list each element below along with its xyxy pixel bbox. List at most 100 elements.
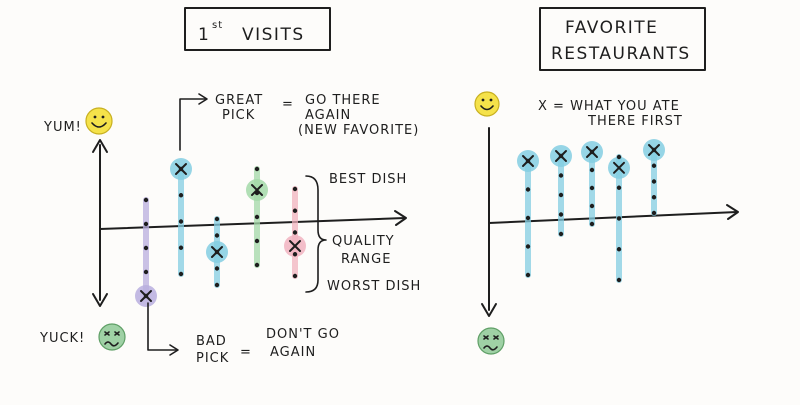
dish-dot (616, 247, 622, 252)
bad-pick-callout: BAD PICK = DON'T GO AGAIN (147, 302, 340, 366)
great-pick-meaning-2: AGAIN (305, 108, 351, 123)
bad-pick-meaning-1: DON'T GO (266, 327, 340, 342)
title-line-1: FAVORITE (565, 18, 658, 38)
bad-pick-label-1: BAD (196, 334, 227, 349)
dish-dot (292, 230, 298, 235)
dish-dot (178, 271, 184, 277)
first-visits-title: 1 st VISITS (184, 7, 331, 51)
dish-dot (525, 187, 531, 192)
favorite-restaurants-panel: FAVORITE RESTAURANTS X = WHAT YOU ATE TH… (474, 7, 739, 355)
yum-label: YUM! (43, 120, 82, 135)
first-dish-x-mark (140, 290, 152, 302)
first-dish-x-mark (175, 163, 187, 175)
first-visits-title-box (184, 7, 331, 51)
dish-dot (292, 186, 298, 192)
first-dish-x-mark (211, 246, 223, 258)
left-x-axis-arrow (394, 210, 407, 226)
legend-line-2: THERE FIRST (587, 114, 683, 129)
dish-dot (558, 212, 564, 217)
dish-dot (558, 173, 564, 178)
restaurant-column (135, 197, 157, 307)
dish-dot (178, 219, 184, 224)
first-dish-x-mark (555, 150, 567, 162)
dish-dot (589, 203, 595, 209)
dish-dot (651, 179, 657, 184)
title-visits: VISITS (242, 25, 305, 45)
dish-dot (589, 167, 595, 173)
great-pick-callout: GREAT PICK = GO THERE AGAIN (NEW FAVORIT… (179, 93, 419, 151)
quality-range-bracket: BEST DISH QUALITY RANGE WORST DISH (305, 172, 421, 294)
worst-dish-label: WORST DISH (327, 279, 421, 294)
title-number: 1 (198, 25, 210, 45)
dish-dot (525, 215, 531, 221)
title-superscript: st (212, 20, 223, 31)
first-dish-x-mark (648, 144, 660, 156)
dish-dot (525, 272, 531, 278)
restaurant-column (284, 186, 306, 279)
great-pick-meaning-3: (NEW FAVORITE) (298, 123, 419, 138)
dish-dot (616, 216, 622, 221)
right-y-axis-arrow-down (481, 303, 497, 317)
dish-dot (616, 277, 622, 283)
right-x-axis-arrow (726, 204, 739, 220)
dish-dot (292, 252, 298, 257)
yum-smiley-icon-right (474, 91, 500, 117)
dish-dot (558, 231, 564, 237)
first-dish-x-mark (522, 155, 534, 167)
legend-line-1: X = WHAT YOU ATE (538, 99, 680, 114)
dish-dot (143, 221, 149, 227)
restaurant-column (206, 216, 228, 288)
dish-dot (558, 192, 564, 198)
great-pick-meaning-1: GO THERE (305, 93, 381, 108)
dish-dot (254, 166, 260, 172)
quality-label: QUALITY (332, 234, 395, 249)
dish-dot (214, 216, 220, 222)
dish-dot (651, 210, 657, 216)
first-dish-x-mark (251, 184, 263, 196)
dish-dot (254, 262, 260, 268)
dish-dot (214, 266, 220, 271)
dish-dot (214, 282, 220, 288)
favorite-restaurants-columns (517, 139, 665, 283)
left-x-axis (99, 217, 406, 230)
dish-dot (616, 154, 622, 160)
dish-dot (292, 208, 298, 213)
dish-dot (178, 193, 184, 198)
dish-dot (214, 233, 220, 238)
bad-pick-arrow (147, 302, 177, 351)
dish-dot (651, 195, 657, 200)
yuck-face-icon (98, 323, 126, 351)
dish-dot (143, 269, 149, 275)
dish-dot (143, 245, 149, 251)
bad-pick-meaning-2: AGAIN (270, 345, 316, 360)
yuck-label: YUCK! (39, 331, 85, 346)
first-visits-panel: 1 st VISITS YUM! YUCK! (39, 7, 421, 366)
dish-dot (589, 185, 595, 191)
dish-dot (254, 214, 260, 220)
dish-dot (525, 244, 531, 249)
bad-pick-label-2: PICK (196, 351, 229, 366)
dish-dot (616, 185, 622, 190)
yum-smiley-icon (85, 107, 113, 135)
restaurant-column (581, 141, 603, 227)
great-pick-equals: = (282, 97, 294, 112)
left-y-axis-arrow-down (92, 293, 108, 307)
first-visits-columns (135, 158, 306, 307)
best-dish-label: BEST DISH (329, 172, 407, 187)
restaurant-column (643, 139, 665, 216)
dish-dot (254, 238, 260, 244)
left-y-axis-arrow-up (92, 139, 108, 153)
restaurant-column (246, 166, 268, 268)
great-pick-label-1: GREAT (215, 93, 263, 108)
restaurant-column (608, 154, 630, 283)
dish-dot (589, 221, 595, 227)
first-dish-x-mark (289, 240, 301, 252)
dish-dot (651, 163, 657, 168)
range-brace (305, 175, 327, 293)
restaurant-column (517, 150, 539, 278)
title-line-2: RESTAURANTS (551, 44, 691, 64)
bad-pick-equals: = (240, 345, 252, 360)
favorite-restaurants-title: FAVORITE RESTAURANTS (539, 7, 706, 71)
great-pick-arrow (179, 98, 206, 151)
